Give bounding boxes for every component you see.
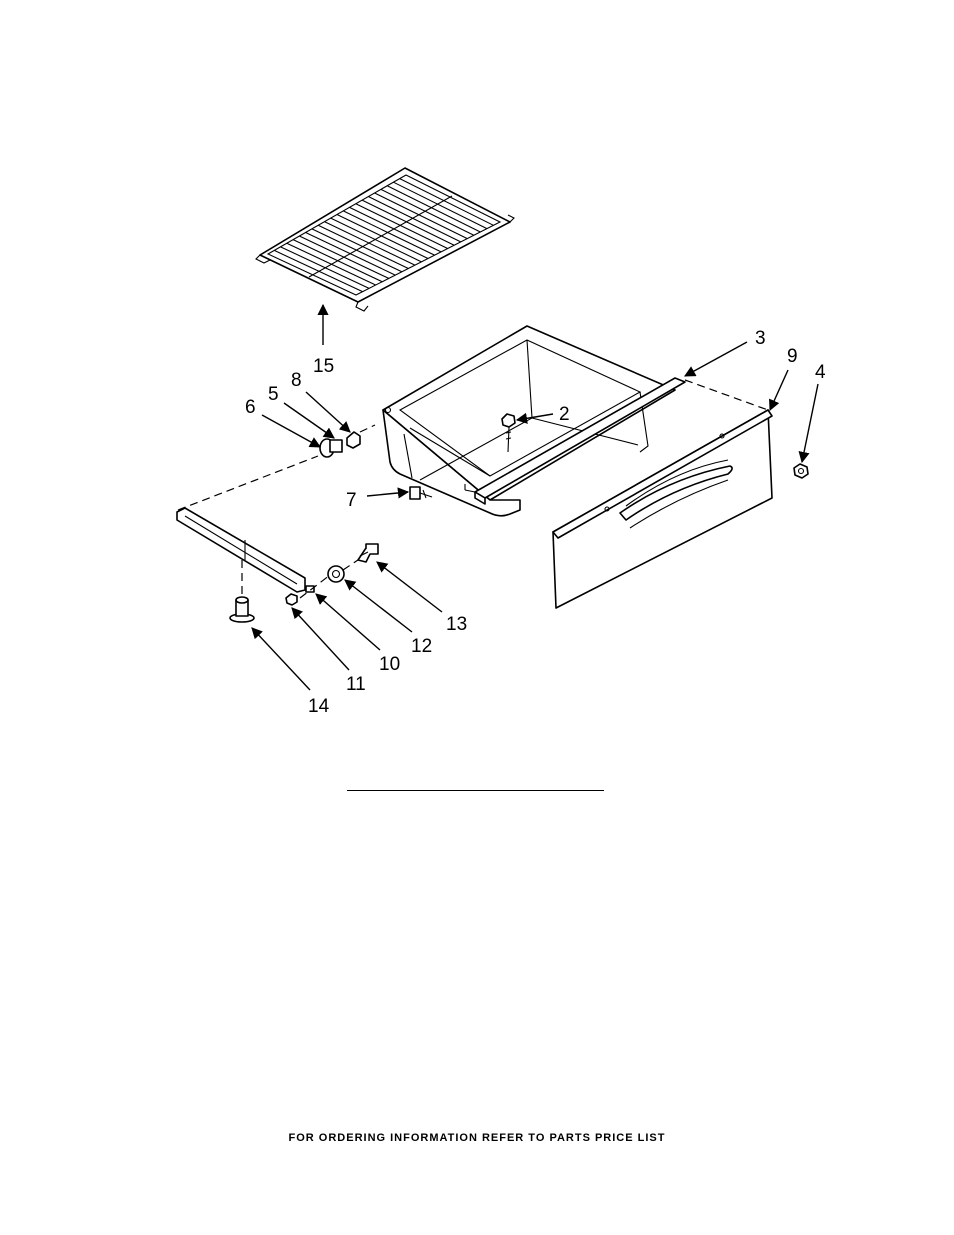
callout-10: 10 bbox=[379, 654, 400, 675]
rack-wire bbox=[380, 188, 475, 236]
drawer-slide-bar-part bbox=[176, 507, 315, 593]
callout-5: 5 bbox=[268, 384, 279, 405]
screw-part-2 bbox=[501, 413, 516, 453]
callout-13: 13 bbox=[446, 614, 467, 635]
drawer-pan-part bbox=[382, 325, 676, 517]
rack-wire bbox=[349, 206, 442, 253]
callout-4: 4 bbox=[815, 362, 826, 383]
callout-7: 7 bbox=[346, 490, 357, 511]
spacer-part-12 bbox=[327, 565, 345, 583]
rack-wire bbox=[393, 181, 488, 230]
screw-part-7 bbox=[409, 486, 433, 500]
roller-assembly-part bbox=[319, 431, 361, 458]
callout-14: 14 bbox=[308, 696, 330, 717]
alignment-dash-lines bbox=[177, 379, 769, 599]
rack-wire bbox=[330, 217, 422, 263]
separator-line bbox=[347, 790, 604, 791]
rack-wire bbox=[374, 192, 468, 240]
callout-15: 15 bbox=[313, 356, 334, 377]
oven-rack-part bbox=[255, 167, 515, 312]
callout-2: 2 bbox=[559, 404, 570, 425]
rack-wire bbox=[336, 214, 429, 259]
rack-wire bbox=[355, 203, 448, 250]
rack-wire bbox=[386, 185, 481, 233]
callout-labels: 15 3 9 4 2 8 5 6 7 13 12 10 11 14 bbox=[245, 328, 826, 717]
rack-wire bbox=[343, 210, 435, 256]
rack-wire bbox=[368, 196, 461, 243]
ordering-info-note: FOR ORDERING INFORMATION REFER TO PARTS … bbox=[288, 1132, 666, 1144]
bolt-part-13 bbox=[357, 543, 379, 563]
screw-part-11 bbox=[285, 593, 298, 606]
rack-wire bbox=[324, 221, 416, 266]
rack-grid-wires bbox=[274, 178, 494, 293]
callout-6: 6 bbox=[245, 397, 256, 418]
callout-9: 9 bbox=[787, 346, 798, 367]
callout-12: 12 bbox=[411, 636, 432, 657]
rack-wire bbox=[361, 199, 455, 246]
callout-11: 11 bbox=[346, 674, 366, 695]
hex-nut-part bbox=[793, 463, 809, 479]
callout-3: 3 bbox=[755, 328, 766, 349]
callout-8: 8 bbox=[291, 370, 302, 391]
leader-arrows bbox=[251, 303, 819, 691]
drawer-front-panel-part bbox=[552, 409, 773, 609]
drawer-rail-part bbox=[464, 377, 686, 505]
rack-wire bbox=[399, 178, 494, 226]
leveling-leg-part-14 bbox=[229, 596, 255, 623]
